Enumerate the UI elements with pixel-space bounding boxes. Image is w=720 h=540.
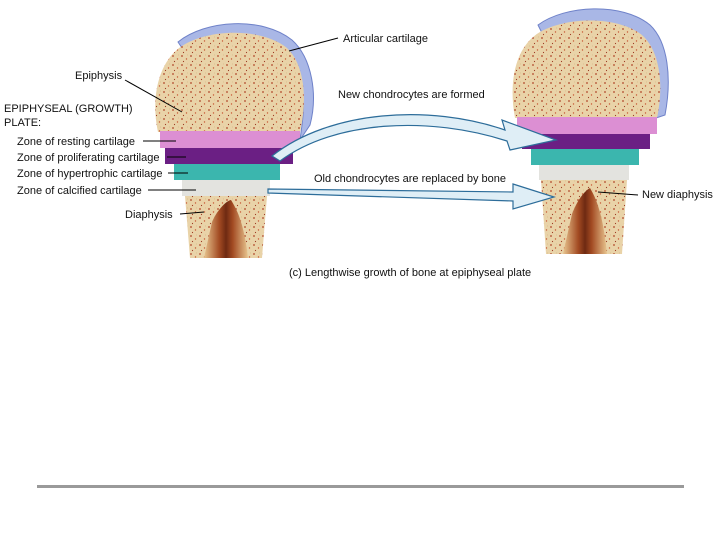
- label-old-chondrocytes: Old chondrocytes are replaced by bone: [314, 173, 506, 185]
- label-zone-resting: Zone of resting cartilage: [17, 136, 135, 148]
- zone-calcified-right: [539, 165, 629, 180]
- zone-hypertrophic-right: [531, 149, 639, 165]
- old-chondrocytes-arrow: [268, 184, 554, 209]
- epiphysis-left: [155, 33, 304, 132]
- label-epiphysis: Epiphysis: [75, 70, 123, 82]
- footer-rule: [37, 485, 684, 488]
- label-zone-calcified: Zone of calcified cartilage: [17, 185, 142, 197]
- label-zone-proliferating: Zone of proliferating cartilage: [17, 152, 159, 164]
- bone-right: [513, 9, 669, 254]
- figure-caption: (c) Lengthwise growth of bone at epiphys…: [289, 267, 531, 279]
- zone-calcified-left: [182, 180, 270, 196]
- new-chondrocytes-arrow: [272, 115, 556, 161]
- bone-left: [155, 24, 313, 258]
- zone-resting-left: [160, 131, 300, 148]
- label-new-chondrocytes: New chondrocytes are formed: [338, 89, 485, 101]
- label-zone-hypertrophic: Zone of hypertrophic cartilage: [17, 168, 163, 180]
- label-new-diaphysis: New diaphysis: [642, 189, 713, 201]
- label-growth-plate-line2: PLATE:: [4, 117, 41, 129]
- label-growth-plate-line1: EPIPHYSEAL (GROWTH): [4, 103, 133, 115]
- label-articular-cartilage: Articular cartilage: [343, 33, 428, 45]
- zone-resting-right: [517, 117, 657, 134]
- epiphysis-right: [513, 20, 661, 118]
- zone-hypertrophic-left: [174, 164, 280, 180]
- label-diaphysis: Diaphysis: [125, 209, 173, 221]
